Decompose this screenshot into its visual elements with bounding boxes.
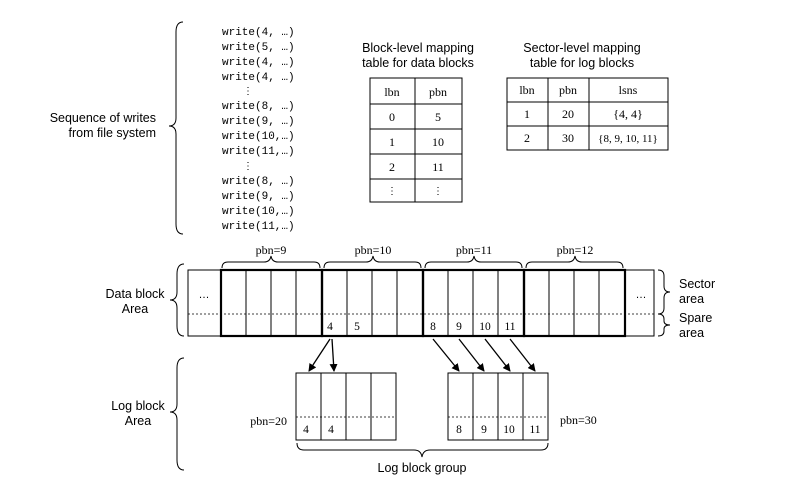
log-block-pbn30: 8 9 10 11 pbn=30 [447, 372, 597, 441]
write-command: write(10,…) [222, 131, 295, 143]
arrow-icon [484, 338, 511, 372]
sector-table-cell: {8, 9, 10, 11} [598, 133, 658, 145]
sector-table-cell: 20 [562, 107, 574, 121]
data-block-area: Data block Area … … [105, 243, 715, 340]
spare-area-brace [657, 313, 671, 337]
sector-table-header: lsns [619, 83, 638, 97]
write-command: write(5, …) [222, 42, 295, 54]
block-table-ellipsis: ⋮ [387, 186, 397, 197]
write-command: write(8, …) [222, 101, 295, 113]
sector-table-cell: {4, 4} [613, 107, 643, 121]
data-area-brace [169, 263, 185, 337]
log-spare-lsn: 11 [529, 424, 540, 436]
block-table-title-line2: table for data blocks [362, 56, 474, 70]
data-area-left-ellipsis: … [199, 289, 210, 301]
sector-table-cell: 1 [524, 107, 530, 121]
sector-area-brace [657, 269, 671, 315]
write-command: write(9, …) [222, 116, 295, 128]
writes-section: Sequence of writes from file system writ… [50, 21, 295, 235]
log-area-label-line1: Log block [111, 399, 165, 413]
block-table-cell: 5 [435, 110, 441, 124]
writes-label-line2: from file system [68, 126, 156, 140]
data-spare-lsn: 5 [354, 321, 360, 333]
log-area-label-line2: Area [125, 414, 151, 428]
data-spare-lsn: 10 [479, 321, 491, 333]
sector-mapping-table: Sector-level mapping table for log block… [506, 41, 669, 151]
data-block-label-pbn9: pbn=9 [256, 243, 287, 257]
block-table-ellipsis: ⋮ [433, 186, 443, 197]
block-table-header: lbn [384, 85, 399, 99]
sector-table-title-line2: table for log blocks [530, 56, 634, 70]
log-group-label: Log block group [378, 461, 467, 475]
sector-table-header: pbn [559, 83, 577, 97]
data-spare-lsn: 8 [430, 321, 436, 333]
log-spare-lsn: 8 [456, 424, 462, 436]
arrow-icon [509, 338, 536, 372]
log-spare-lsn: 10 [503, 424, 515, 436]
sector-table-title-line1: Sector-level mapping [523, 41, 640, 55]
sector-table-cell: 2 [524, 131, 530, 145]
write-command: write(8, …) [222, 176, 295, 188]
data-area-label-line1: Data block [105, 287, 165, 301]
log-group-brace [296, 442, 549, 458]
sector-table-header: lbn [519, 83, 534, 97]
write-command: write(9, …) [222, 191, 295, 203]
sector-table-cell: 30 [562, 131, 574, 145]
data-area-right-ellipsis: … [636, 289, 647, 301]
writes-label-line1: Sequence of writes [50, 111, 156, 125]
mapping-arrows [308, 338, 536, 372]
log-spare-lsn: 9 [481, 424, 487, 436]
block-table-cell: 10 [432, 135, 444, 149]
arrow-icon [432, 338, 460, 372]
data-block-label-pbn11: pbn=11 [456, 243, 492, 257]
block-table-cell: 11 [432, 160, 444, 174]
spare-area-label-line2: area [679, 326, 704, 340]
arrow-icon [329, 338, 338, 372]
write-command: write(10,…) [222, 206, 295, 218]
block-table-header: pbn [429, 85, 447, 99]
spare-area-label-line1: Spare [679, 311, 712, 325]
write-command: write(4, …) [222, 57, 295, 69]
sector-area-label-line2: area [679, 292, 704, 306]
block-mapping-table: Block-level mapping table for data block… [362, 41, 474, 203]
data-block-label-pbn10: pbn=10 [355, 243, 392, 257]
log-block-label-pbn30: pbn=30 [560, 413, 597, 427]
block-table-cell: 0 [389, 110, 395, 124]
log-spare-lsn: 4 [303, 424, 309, 436]
write-command: write(4, …) [222, 72, 295, 84]
write-command: write(4, …) [222, 27, 295, 39]
block-table-title-line1: Block-level mapping [362, 41, 474, 55]
write-ellipsis: ⋮ [243, 87, 253, 98]
log-spare-lsn: 4 [328, 424, 334, 436]
log-block-label-pbn20: pbn=20 [250, 414, 287, 428]
data-spare-lsn: 11 [504, 321, 515, 333]
write-command: write(11,…) [222, 221, 295, 233]
sector-area-label-line1: Sector [679, 277, 715, 291]
data-spare-lsn: 9 [456, 321, 462, 333]
writes-brace [168, 21, 184, 235]
arrow-icon [458, 338, 485, 372]
data-spare-lsn: 4 [327, 321, 333, 333]
write-ellipsis: ⋮ [243, 162, 253, 173]
data-area-label-line2: Area [122, 302, 148, 316]
data-block-label-pbn12: pbn=12 [557, 243, 594, 257]
block-table-cell: 2 [389, 160, 395, 174]
log-area-brace [169, 357, 185, 471]
log-block-pbn20: 4 4 pbn=20 [250, 372, 397, 441]
write-command: write(11,…) [222, 146, 295, 158]
block-table-cell: 1 [389, 135, 395, 149]
log-block-area: Log block Area 4 4 pbn=20 8 9 10 11 pbn=… [111, 357, 597, 475]
arrow-icon [308, 338, 331, 372]
